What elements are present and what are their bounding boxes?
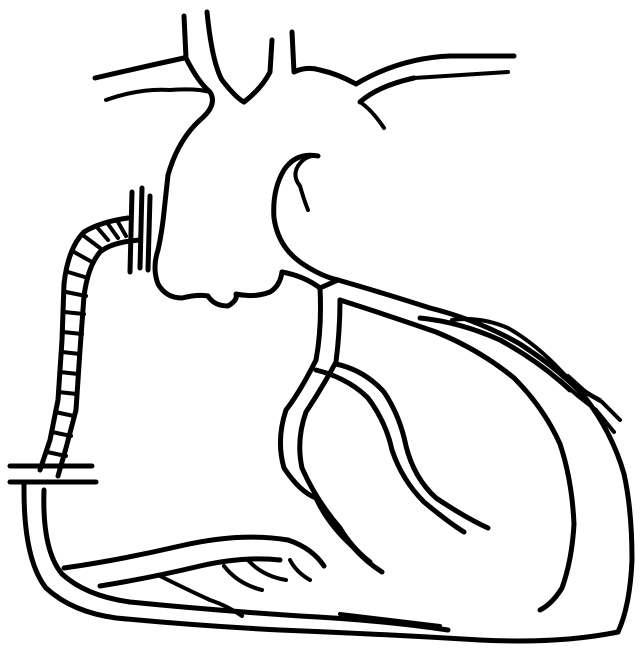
sa-av-pathway-tube [10,188,150,490]
aortic-arch [95,12,514,212]
conduction-branches [280,272,632,632]
